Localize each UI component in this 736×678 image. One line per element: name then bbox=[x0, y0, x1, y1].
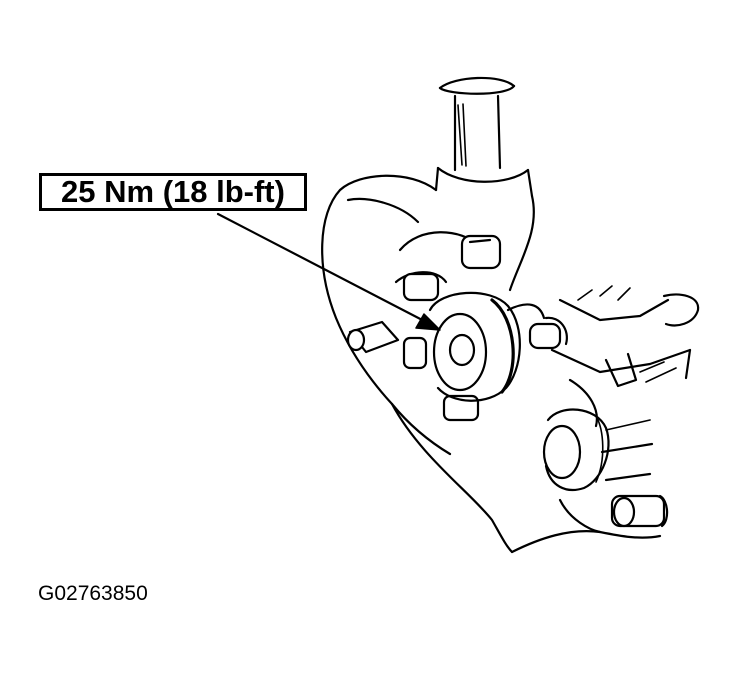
figure-id: G02763850 bbox=[38, 582, 148, 605]
right-linkage bbox=[528, 285, 700, 431]
lower-housing bbox=[542, 408, 669, 534]
side-bolts bbox=[346, 320, 480, 422]
upper-boss bbox=[394, 231, 502, 302]
torque-nut bbox=[428, 291, 546, 402]
knuckle-body bbox=[321, 174, 662, 554]
torque-callout: 25 Nm (18 lb-ft) bbox=[39, 173, 307, 211]
upper-shaft bbox=[434, 76, 534, 198]
torque-label: 25 Nm (18 lb-ft) bbox=[61, 174, 285, 209]
leader-arrow bbox=[216, 212, 441, 331]
